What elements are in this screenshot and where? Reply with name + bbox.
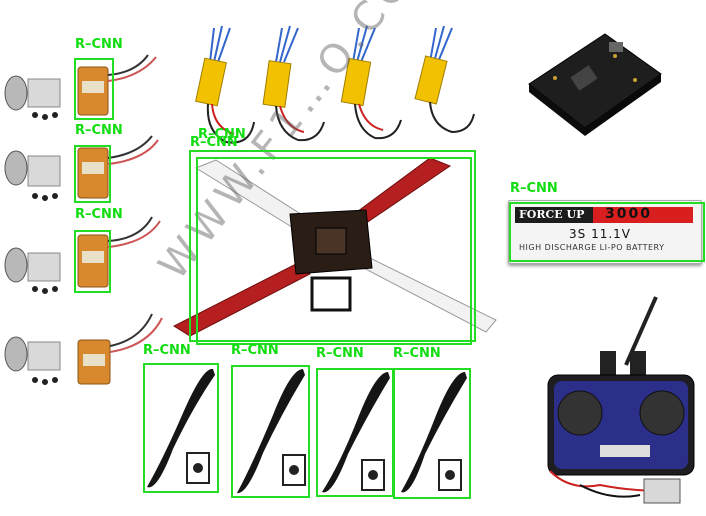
detection-box-propeller-1 xyxy=(143,363,219,493)
detection-label-motor-1: R–CNN xyxy=(75,37,123,52)
detection-box-motor-1 xyxy=(74,58,114,120)
detection-label-battery: R–CNN xyxy=(510,181,558,196)
detection-box-propeller-3 xyxy=(316,368,394,497)
detection-label-propeller-4: R–CNN xyxy=(393,346,441,361)
propeller-1-image xyxy=(147,368,215,488)
battery-voltage: 3S 11.1V xyxy=(569,227,631,241)
detection-label-propeller-1: R–CNN xyxy=(143,343,191,358)
battery-capacity: 3000 xyxy=(605,206,652,222)
propeller-3-image xyxy=(322,372,390,493)
motor-3-image xyxy=(4,216,161,294)
esc-1-image xyxy=(195,25,255,144)
detection-box-motor-3 xyxy=(74,230,111,293)
battery-brand: FORCE UP xyxy=(519,208,585,221)
transmitter-image xyxy=(547,296,695,504)
detection-box-propeller-4 xyxy=(393,368,471,499)
battery-capacity-band xyxy=(593,207,693,223)
detection-box-frame-inner xyxy=(196,157,472,345)
detection-label-motor-3: R–CNN xyxy=(75,207,123,222)
esc-2-image xyxy=(262,25,325,142)
motor-4-image xyxy=(4,313,163,385)
battery-description: HIGH DISCHARGE LI-PO BATTERY xyxy=(519,243,665,252)
detection-label-propeller-2: R–CNN xyxy=(231,343,279,358)
propeller-4-image xyxy=(401,372,467,493)
detection-box-propeller-2 xyxy=(231,365,310,498)
detection-box-frame xyxy=(189,150,476,342)
quad-frame-image xyxy=(172,157,497,337)
detection-label-propeller-3: R–CNN xyxy=(316,346,364,361)
battery-image: FORCE UP 3000 3S 11.1V HIGH DISCHARGE LI… xyxy=(508,200,702,264)
esc-3-image xyxy=(340,25,402,140)
esc-4-image xyxy=(414,25,475,134)
detection-box-motor-2 xyxy=(74,145,111,203)
detection-box-battery xyxy=(509,202,705,262)
detection-label-frame-inner: R–CNN xyxy=(198,127,246,142)
detection-label-frame: R–CNN xyxy=(190,135,238,150)
propeller-2-image xyxy=(237,369,306,494)
motor-1-image xyxy=(4,54,157,120)
motor-2-image xyxy=(4,135,159,201)
flight-controller-image xyxy=(528,33,662,136)
detection-label-motor-2: R–CNN xyxy=(75,123,123,138)
